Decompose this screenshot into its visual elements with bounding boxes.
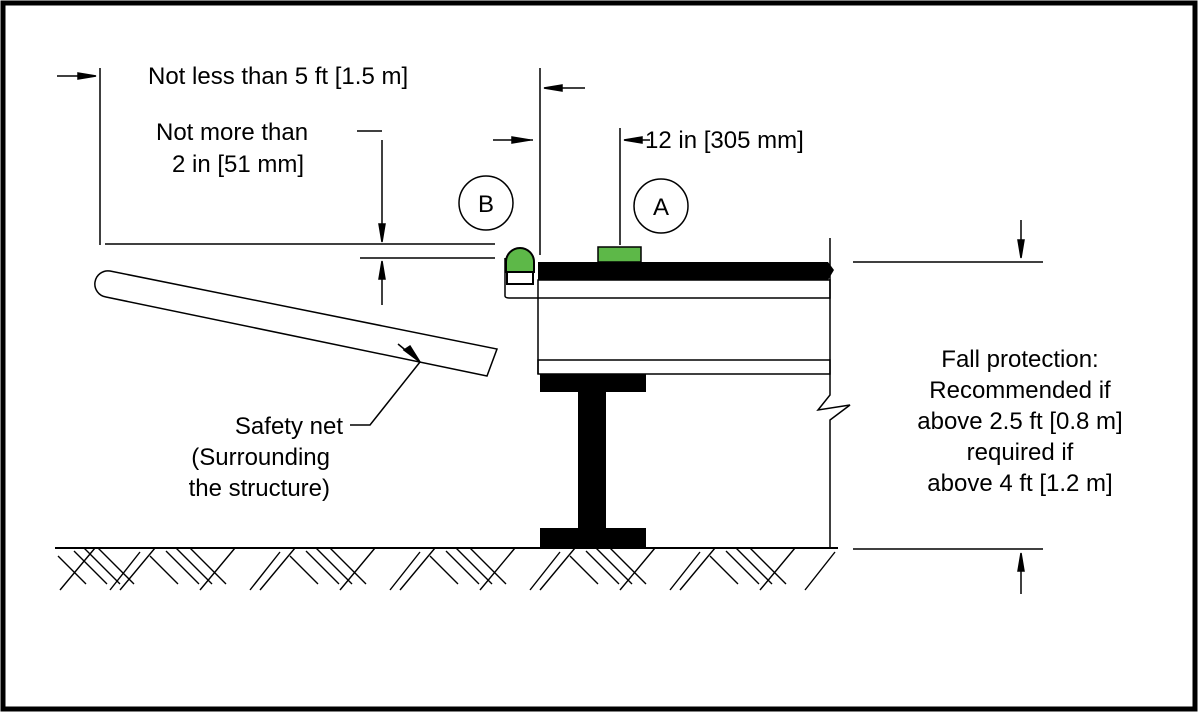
break-line: [816, 238, 851, 548]
max-gap-label-line2: 2 in [51 mm]: [172, 151, 304, 178]
max-gap-label-line1: Not more than: [156, 119, 308, 146]
safety-net-label-line1: Safety net: [235, 413, 343, 440]
dimension-lines: [57, 68, 1043, 594]
fall-protection-line3: above 2.5 ft [0.8 m]: [917, 408, 1122, 435]
steel-i-beam: [540, 374, 646, 548]
ground-hatching: [55, 547, 838, 591]
fall-protection-line4: required if: [967, 439, 1074, 466]
min-distance-label: Not less than 5 ft [1.5 m]: [148, 63, 408, 90]
fall-protection-line2: Recommended if: [929, 377, 1111, 404]
marker-b-bumper: [504, 247, 538, 299]
fall-protection-line5: above 4 ft [1.2 m]: [927, 470, 1112, 497]
safety-net-label-line2: (Surrounding: [191, 444, 330, 471]
marker-a-circle: [633, 178, 689, 234]
offset-label: 12 in [305 mm]: [645, 127, 804, 154]
bridge-deck: [537, 238, 851, 548]
marker-b-label: B: [478, 191, 494, 218]
marker-a-label: A: [653, 194, 669, 221]
safety-net-label-line3: the structure): [189, 475, 330, 502]
safety-net: [94, 270, 499, 377]
marker-b-circle: [458, 175, 514, 231]
fall-protection-line1: Fall protection:: [941, 346, 1098, 373]
marker-a-block: [597, 246, 642, 263]
